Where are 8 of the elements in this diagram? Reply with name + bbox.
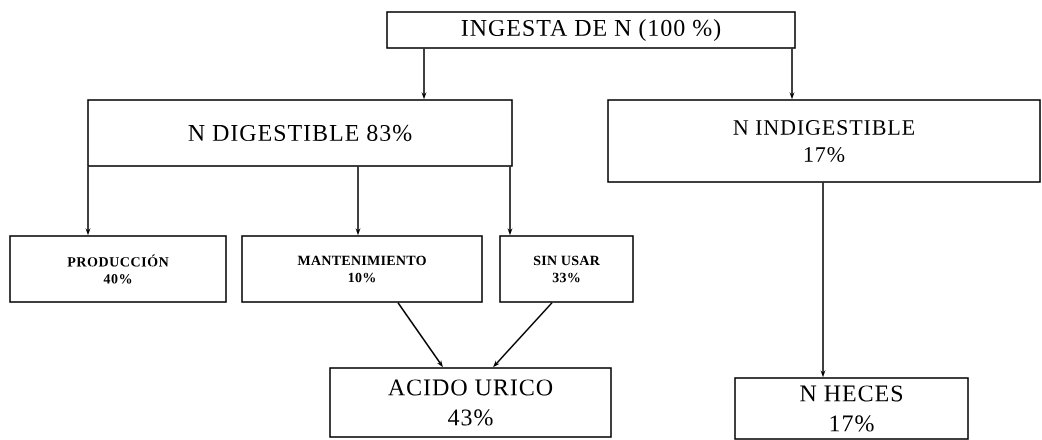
process-box: INGESTA DE N (100 %): [386, 11, 796, 49]
process-box: ACIDO URICO 43%: [329, 367, 612, 438]
process-box: MANTENIMIENTO 10%: [241, 235, 483, 303]
process-box: N INDIGESTIBLE 17%: [607, 99, 1041, 183]
process-box: PRODUCCIÓN 40%: [9, 235, 227, 303]
process-box: N HECES 17%: [734, 377, 969, 440]
process-box: SIN USAR 33%: [499, 235, 634, 303]
process-box: N DIGESTIBLE 83%: [87, 99, 513, 167]
